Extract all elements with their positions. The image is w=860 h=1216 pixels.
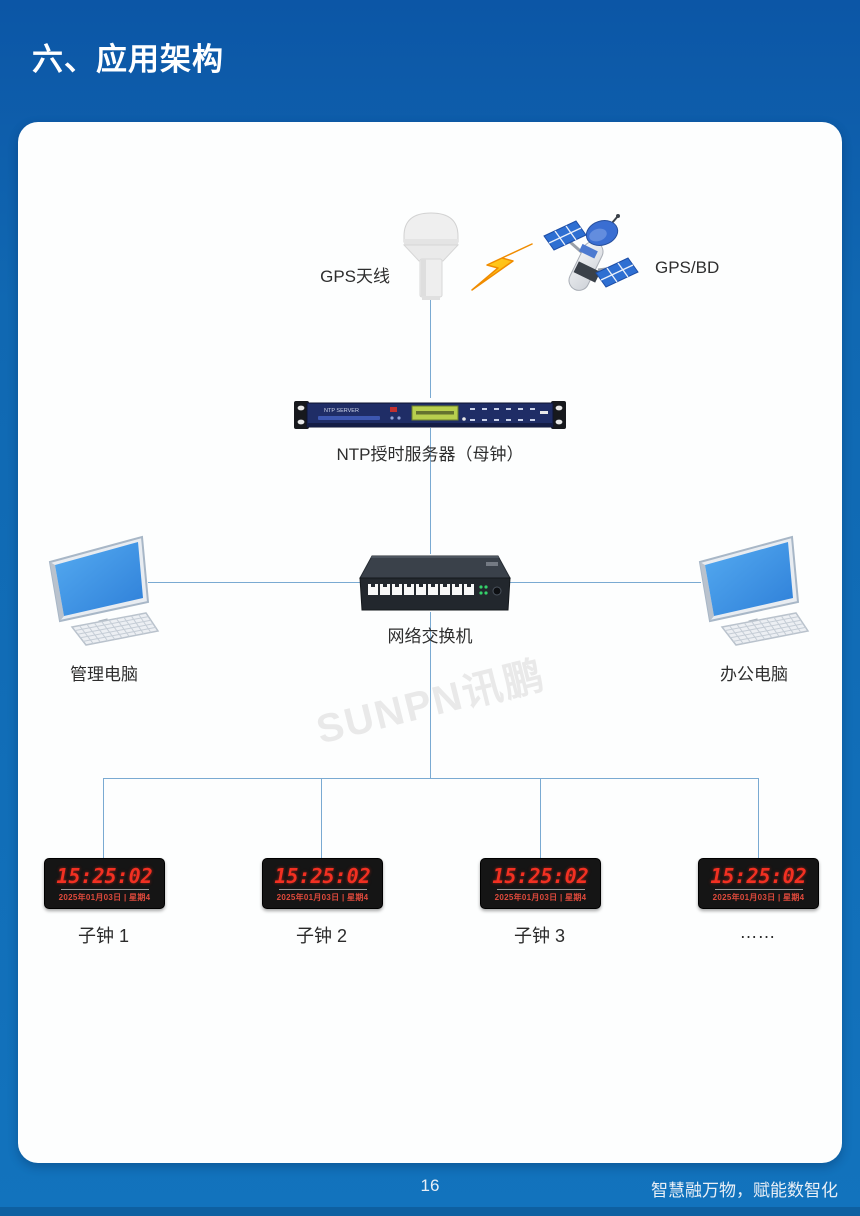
- clock-date: 2025年01月03日 | 星期4: [58, 893, 151, 902]
- connector-bus: [103, 778, 759, 779]
- digital-clock: 15:25:02 2025年01月03日 | 星期4: [44, 858, 165, 909]
- connector-line: [430, 300, 431, 398]
- clock-label: 子钟 2: [295, 926, 347, 946]
- ntp-server-label: NTP授时服务器（母钟）: [336, 445, 524, 464]
- lightning-icon: [470, 238, 534, 296]
- digital-clock: 15:25:02 2025年01月03日 | 星期4: [262, 858, 383, 909]
- clock-date: 2025年01月03日 | 星期4: [276, 893, 369, 902]
- page-title: 六、应用架构: [32, 42, 224, 77]
- clock-time: 15:25:02: [56, 864, 153, 888]
- computer-icon: [694, 532, 814, 647]
- connector-line: [321, 778, 322, 858]
- network-switch-icon: [350, 554, 514, 616]
- connector-line: [758, 778, 759, 858]
- clock-time: 15:25:02: [710, 864, 807, 888]
- switch-label: 网络交换机: [387, 627, 473, 646]
- footer-strip: [0, 1207, 860, 1216]
- connector-line: [103, 778, 104, 858]
- clock-time: 15:25:02: [492, 864, 589, 888]
- page-number: 16: [420, 1176, 440, 1195]
- satellite-label: GPS/BD: [655, 258, 720, 277]
- clock-time: 15:25:02: [274, 864, 371, 888]
- clock-divider: [496, 889, 585, 890]
- connector-line: [540, 778, 541, 858]
- ntp-device-text: NTP SERVER: [324, 408, 359, 414]
- footer-slogan: 智慧融万物，赋能数智化: [651, 1181, 838, 1200]
- clock-date: 2025年01月03日 | 星期4: [494, 893, 587, 902]
- computer-icon: [44, 532, 164, 647]
- ntp-server-icon: NTP SERVER: [294, 398, 566, 432]
- digital-clock: 15:25:02 2025年01月03日 | 星期4: [698, 858, 819, 909]
- clock-divider: [278, 889, 367, 890]
- satellite-icon: [540, 210, 644, 310]
- clock-label: 子钟 1: [77, 926, 129, 946]
- office-pc-label: 办公电脑: [720, 665, 788, 684]
- clock-label: 子钟 3: [513, 926, 565, 946]
- clock-divider: [714, 889, 803, 890]
- connector-line: [430, 612, 431, 779]
- clock-divider: [60, 889, 149, 890]
- connector-line: [430, 428, 431, 554]
- digital-clock: 15:25:02 2025年01月03日 | 星期4: [480, 858, 601, 909]
- clock-label: ……: [739, 922, 776, 942]
- gps-antenna-label: GPS天线: [320, 267, 390, 286]
- clock-date: 2025年01月03日 | 星期4: [712, 893, 805, 902]
- admin-pc-label: 管理电脑: [70, 665, 138, 684]
- gps-antenna-icon: [398, 208, 464, 304]
- diagram-card: SUNPN讯鹏 GPS天线: [18, 122, 842, 1163]
